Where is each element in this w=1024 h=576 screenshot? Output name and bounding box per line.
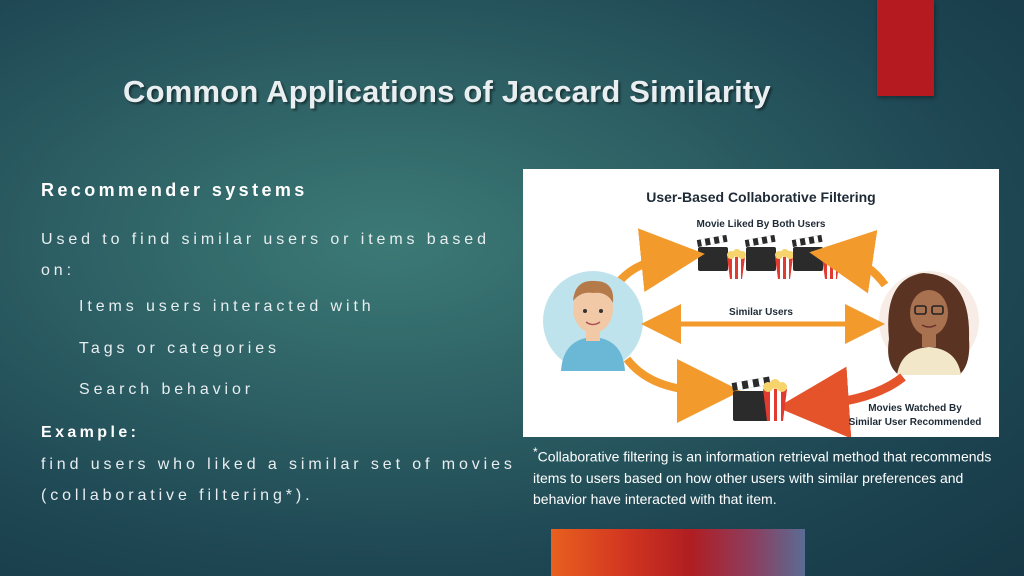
clapperboard-icon [744,234,776,271]
footnote-marker: * [533,445,538,459]
clapperboard-icon [791,234,823,271]
intro-text: Used to find similar users or items base… [41,231,490,279]
figure-caption: *Collaborative filtering is an informati… [533,442,1003,510]
clapperboard-icon [696,234,728,271]
clapperboard-icon [731,376,771,421]
arrow-icon [777,366,906,437]
slide-title: Common Applications of Jaccard Similarit… [123,74,771,109]
diagram-title: User-Based Collaborative Filtering [646,189,876,205]
woman-avatar [879,271,979,375]
accent-bar-top [877,0,934,96]
bullet-item: Tags or categories [79,340,280,357]
caption-text: Collaborative filtering is an informatio… [533,448,992,507]
diagram-top-label: Movie Liked By Both Users [697,219,826,230]
example-text: find users who liked a similar set of mo… [41,456,516,504]
section-heading: Recommender systems [41,180,308,200]
diagram-bottom-label: Similar User Recommended [849,417,982,428]
popcorn-icon [822,249,841,279]
arrow-icon [623,356,741,423]
example-label: Example: [41,424,140,441]
bullet-item: Items users interacted with [79,298,375,315]
man-avatar [543,271,643,371]
diagram-bottom-label: Movies Watched By [868,403,962,414]
accent-bar-bottom [551,529,805,576]
bullet-item: Search behavior [79,381,255,398]
popcorn-icon [775,249,794,279]
arrow-icon [809,230,889,294]
popcorn-icon [727,249,746,279]
collaborative-filtering-diagram: User-Based Collaborative Filtering Movie… [523,169,999,437]
popcorn-icon [763,379,787,421]
diagram-middle-label: Similar Users [729,307,793,318]
